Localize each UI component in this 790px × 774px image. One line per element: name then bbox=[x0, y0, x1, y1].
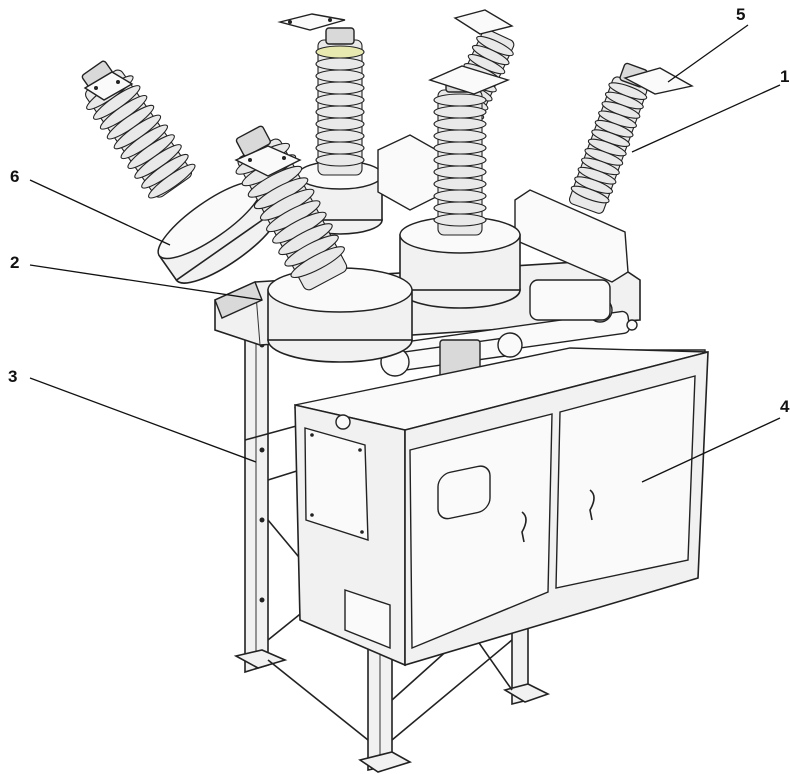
pole-unit-front-left bbox=[234, 125, 413, 363]
callout-6: 6 bbox=[10, 167, 19, 186]
callout-3: 3 bbox=[8, 367, 17, 386]
lower-access-panel bbox=[344, 589, 391, 650]
callout-5: 5 bbox=[736, 5, 745, 24]
callout-1: 1 bbox=[780, 67, 789, 86]
control-cabinet bbox=[293, 319, 709, 667]
bushing-left bbox=[81, 60, 196, 199]
terminal-pad bbox=[623, 67, 694, 95]
pole-unit-front-center bbox=[399, 65, 521, 309]
leader-lines bbox=[29, 24, 781, 483]
pole-unit-rear-center bbox=[277, 13, 383, 235]
callout-labels: 6 2 3 4 5 1 bbox=[8, 5, 790, 416]
cabinet-door-left[interactable] bbox=[409, 413, 553, 650]
callout-2: 2 bbox=[10, 253, 19, 272]
pole-unit-right bbox=[514, 62, 694, 283]
callout-4: 4 bbox=[780, 397, 790, 416]
inspection-window bbox=[437, 465, 491, 520]
door-handle-left[interactable] bbox=[521, 511, 527, 543]
side-access-panel bbox=[304, 427, 369, 541]
lifting-eye bbox=[335, 414, 351, 430]
cabinet-door-right[interactable] bbox=[555, 375, 696, 589]
door-handle-right[interactable] bbox=[589, 489, 595, 521]
